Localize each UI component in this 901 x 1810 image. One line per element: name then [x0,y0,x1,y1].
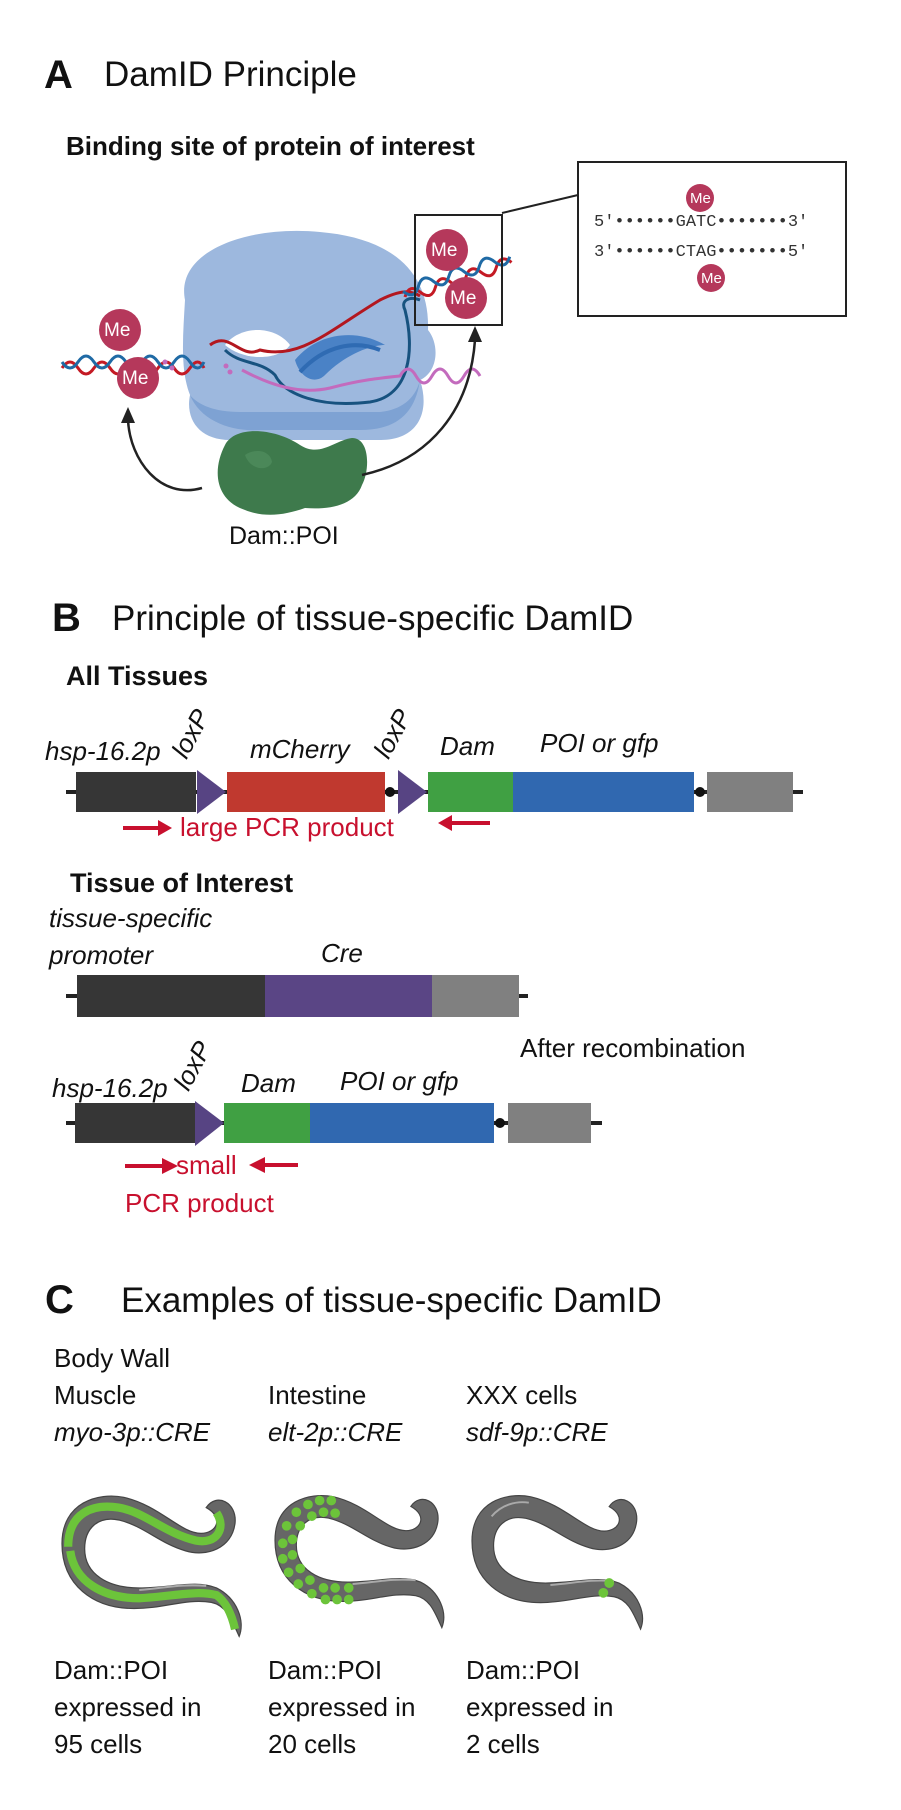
example-column-xxx-cells: XXX cells sdf-9p::CRE [466,1377,608,1451]
panel-b-letter: B [52,596,81,640]
loxp-icon [398,770,427,814]
construct-cre [66,975,528,1017]
result-line: expressed in [54,1692,202,1722]
segment-poi [513,772,694,812]
driver-label: myo-3p::CRE [54,1417,211,1447]
segment-dam [224,1103,310,1143]
after-recombination-caption: After recombination [520,1033,746,1063]
primer-reverse-arrow [438,815,452,831]
driver-label: sdf-9p::CRE [466,1417,608,1447]
panel-b-title: Principle of tissue-specific DamID [112,599,634,638]
panel-c-title: Examples of tissue-specific DamID [121,1281,662,1320]
segment-utr [707,772,793,812]
damid-principle-illustration [60,161,847,515]
primer-forward-arrow [158,820,172,836]
methyl-label: Me [450,288,477,309]
segment-cre [265,975,432,1017]
methyl-group-icon [426,229,468,271]
gene-label-dam: Dam [440,731,495,761]
tissue-name-line2: XXX cells [466,1380,578,1410]
result-line: expressed in [268,1692,416,1722]
result-xxx-cells: Dam::POI expressed in 2 cells [466,1652,613,1763]
construct-all-tissues [66,770,803,814]
segment-utr [508,1103,591,1143]
segment-utr [432,975,519,1017]
panel-a-title: DamID Principle [104,55,357,94]
all-tissues-heading: All Tissues [66,661,209,691]
methyl-group-icon [445,277,487,319]
worm-icon-intestine [274,1494,445,1629]
primer-forward-arrow [162,1158,178,1174]
polymerase-icon [182,230,436,440]
segment-promoter [75,1103,195,1143]
segment-dam [428,772,513,812]
arrow-to-right-site [361,339,477,477]
tissue-of-interest-heading: Tissue of Interest [70,868,294,898]
methyl-label: Me [104,320,131,341]
inset-top-strand: 5′••••••GATC•••••••3′ [594,213,809,232]
methyl-group-icon [697,264,725,292]
loxp-icon [195,1101,224,1146]
gene-label-promoter: hsp-16.2p [52,1073,168,1103]
gene-label-poi: POI or gfp [340,1066,459,1096]
result-line: Dam::POI [466,1655,581,1685]
result-line: expressed in [466,1692,614,1722]
zoom-box [414,214,503,326]
tissue-promoter-label-line1: tissue-specific [49,903,213,933]
methyl-label: Me [701,270,722,287]
tissue-name-line2: Intestine [268,1380,367,1410]
methyl-group-icon [686,184,714,212]
primer-reverse-arrow [249,1157,265,1173]
methyl-group-icon [117,357,159,399]
gene-label-mcherry: mCherry [250,734,350,764]
cell-count: 2 cells [466,1729,540,1759]
segment-tissue-promoter [77,975,265,1017]
example-column-intestine: Intestine elt-2p::CRE [268,1377,402,1451]
cre-label: Cre [321,938,363,968]
result-line: Dam::POI [268,1655,383,1685]
methyl-label: Me [690,190,711,207]
segment-promoter [76,772,196,812]
methyl-label: Me [122,368,149,389]
panel-a-letter: A [44,53,73,97]
tissue-promoter-label-line2: promoter [49,940,154,970]
tissue-name-line1: Body Wall [54,1343,171,1373]
example-column-muscle: Body Wall Muscle myo-3p::CRE [54,1340,210,1451]
cell-count: 95 cells [54,1729,143,1759]
loxp-icon [197,770,226,814]
segment-mcherry [227,772,385,812]
segment-poi [310,1103,494,1143]
driver-label: elt-2p::CRE [268,1417,403,1447]
large-pcr-label: large PCR product [180,812,394,842]
small-pcr-label-line1: small [176,1150,237,1180]
panel-a-subtitle: Binding site of protein of interest [66,131,475,161]
gene-label-poi: POI or gfp [540,728,659,758]
cell-count: 20 cells [268,1729,357,1759]
methyl-group-icon [99,309,141,351]
gfp-cells [277,1495,354,1605]
small-pcr-label-line2: PCR product [125,1188,274,1218]
dam-poi-label: Dam::POI [229,522,339,550]
construct-after-recombination [66,1101,602,1146]
inset-bottom-strand: 3′••••••CTAG•••••••5′ [594,243,809,262]
result-intestine: Dam::POI expressed in 20 cells [268,1652,415,1763]
worm-icon-muscle [61,1495,242,1637]
worm-icon-xxx-cells [471,1495,644,1630]
gene-label-dam: Dam [241,1068,296,1098]
result-muscle: Dam::POI expressed in 95 cells [54,1652,201,1763]
tissue-name-line2: Muscle [54,1380,137,1410]
gene-label-promoter: hsp-16.2p [45,736,161,766]
gfp-cells [598,1578,615,1598]
methyl-label: Me [431,240,458,261]
result-line: Dam::POI [54,1655,169,1685]
panel-c-letter: C [45,1278,74,1322]
arrow-to-left-site [126,419,203,492]
